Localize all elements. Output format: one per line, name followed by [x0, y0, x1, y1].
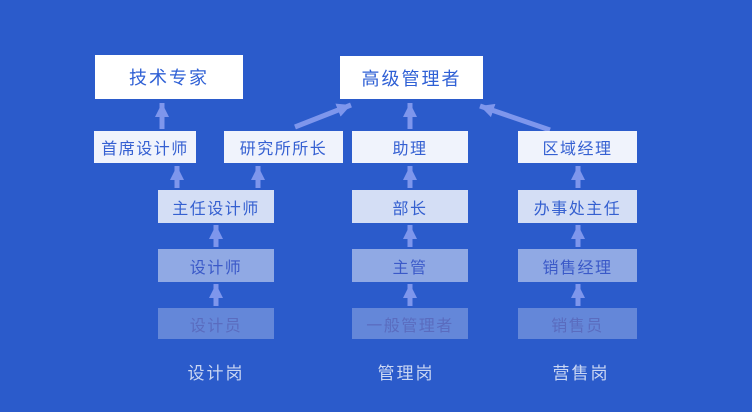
- node-sales-manager: 销售经理: [518, 249, 637, 282]
- node-lead-designer: 主任设计师: [158, 190, 274, 223]
- node-office-director: 办事处主任: [518, 190, 637, 223]
- node-salesperson: 销售员: [518, 308, 637, 339]
- node-assistant: 助理: [352, 131, 468, 163]
- node-tech-expert: 技术专家: [95, 55, 243, 99]
- arrow-regional_manager-to-senior_manager: [479, 103, 551, 133]
- node-designer: 设计师: [158, 249, 274, 282]
- arrow-institute_head-to-senior_manager: [294, 102, 352, 130]
- node-chief-designer: 首席设计师: [94, 131, 196, 163]
- column-label-sales: 营售岗: [552, 364, 610, 384]
- node-department-head: 部长: [352, 190, 468, 223]
- node-institute-head: 研究所所长: [224, 131, 343, 163]
- node-regional-manager: 区域经理: [518, 131, 637, 163]
- node-senior-manager: 高级管理者: [340, 56, 483, 99]
- column-label-design: 设计岗: [187, 364, 245, 384]
- node-supervisor: 主管: [352, 249, 468, 282]
- node-general-manager: 一般管理者: [352, 308, 468, 339]
- column-label-management: 管理岗: [377, 364, 435, 384]
- node-design-staff: 设计员: [158, 308, 274, 339]
